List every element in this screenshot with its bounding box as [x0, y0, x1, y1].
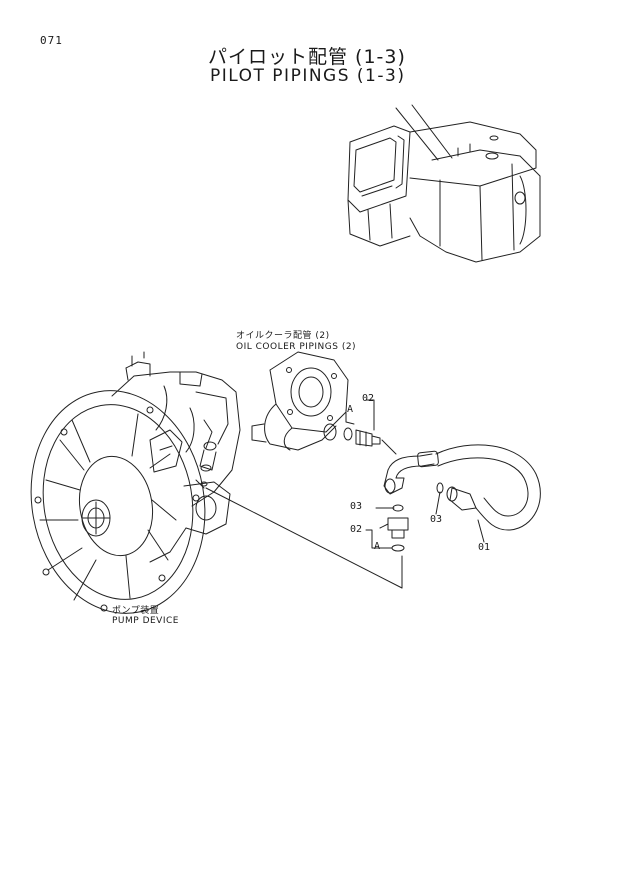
oil-cooler-flange	[252, 352, 348, 450]
page-title-japanese: パイロット配管 (1-3)	[208, 46, 406, 68]
callout-part-02-lower: 02	[350, 524, 363, 535]
excavator-locator-illustration	[348, 105, 540, 262]
pilot-line	[206, 488, 402, 588]
pump-device-illustration	[14, 352, 240, 627]
callout-part-03-left: 03	[350, 501, 363, 512]
callout-leaders	[346, 400, 484, 548]
hose-assembly	[382, 440, 540, 530]
callout-part-03-right: 03	[430, 514, 443, 525]
oil-cooler-label-japanese: オイルクーラ配管 (2)	[236, 331, 330, 341]
adapter-fitting-upper	[344, 428, 380, 446]
page-number: 071	[40, 34, 63, 47]
oil-cooler-label: OIL COOLER PIPINGS (2)	[236, 342, 357, 352]
callout-part-02-upper: 02	[362, 393, 375, 404]
pump-label: PUMP DEVICE	[112, 616, 179, 626]
callout-part-01: 01	[478, 542, 491, 553]
callout-ref-a-upper: A	[347, 404, 354, 415]
page-title: PILOT PIPINGS (1-3)	[210, 66, 406, 86]
callout-ref-a-lower: A	[374, 541, 381, 552]
pump-label-japanese: ポンプ装置	[112, 606, 160, 616]
adapter-fitting-lower	[388, 505, 408, 551]
